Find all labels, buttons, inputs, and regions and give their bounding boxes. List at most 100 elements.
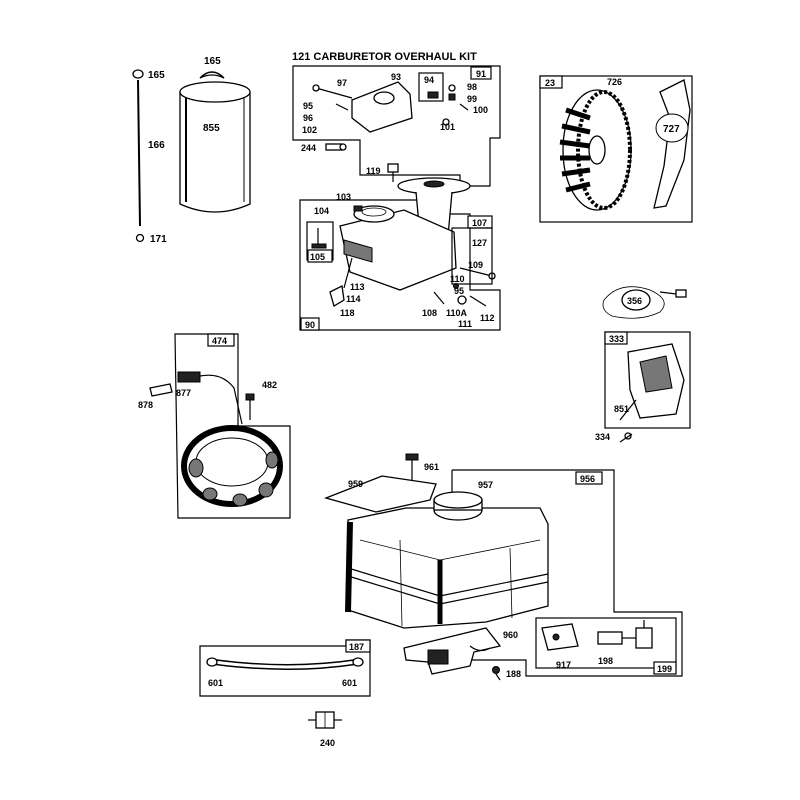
label-199: 199 [657, 664, 672, 674]
label-91: 91 [476, 69, 486, 79]
label-109: 109 [468, 260, 483, 270]
label-100: 100 [473, 105, 488, 115]
screw-961 [405, 453, 419, 482]
shroud-727 [653, 79, 691, 209]
label-101: 101 [440, 122, 455, 132]
tag-90 [300, 317, 320, 331]
box-94 [418, 72, 444, 102]
label-108: 108 [422, 308, 437, 318]
tag-187 [345, 639, 371, 653]
label-240: 240 [320, 738, 335, 748]
label-95-b: 95 [454, 286, 464, 296]
box-474 [174, 333, 291, 519]
label-166: 166 [148, 140, 165, 151]
label-98: 98 [467, 82, 477, 92]
clip-165 [132, 69, 144, 79]
label-726: 726 [607, 77, 622, 87]
label-103: 103 [336, 192, 351, 202]
label-855: 855 [203, 123, 220, 134]
label-119: 119 [366, 166, 381, 176]
label-102: 102 [302, 125, 317, 135]
alternator-stator [181, 425, 283, 507]
label-198: 198 [598, 656, 613, 666]
plate-959 [323, 475, 437, 513]
fuel-line-601 [206, 657, 364, 670]
carburetor-kit-parts [312, 81, 469, 133]
label-112: 112 [480, 313, 495, 323]
label-96: 96 [303, 113, 313, 123]
screw-188 [492, 666, 501, 681]
label-171: 171 [150, 234, 167, 245]
label-244: 244 [301, 143, 316, 153]
label-957: 957 [478, 480, 493, 490]
box-956 [452, 469, 683, 677]
filter-240 [308, 711, 342, 729]
label-95-a: 95 [303, 101, 313, 111]
label-727: 727 [663, 124, 680, 135]
screw-482 [245, 393, 255, 420]
label-601-a: 601 [208, 678, 223, 688]
label-188: 188 [506, 669, 521, 679]
label-118: 118 [340, 308, 355, 318]
tag-356 [621, 289, 651, 311]
label-105: 105 [310, 252, 325, 262]
box-333 [604, 331, 691, 429]
tag-105 [307, 249, 333, 263]
connector-877 [149, 371, 243, 425]
tag-333 [604, 331, 628, 345]
washer-171 [135, 233, 145, 243]
label-960: 960 [503, 630, 518, 640]
label-165-a: 165 [148, 70, 165, 81]
label-110a: 110A [446, 308, 468, 318]
label-94: 94 [424, 75, 434, 85]
tag-199 [653, 661, 677, 675]
label-110: 110 [450, 274, 465, 284]
wire-356 [602, 286, 687, 319]
bracket-960 [403, 627, 502, 675]
rod-assembly [132, 69, 145, 243]
label-23: 23 [545, 78, 555, 88]
label-851: 851 [614, 404, 629, 414]
screw-119 [387, 163, 399, 182]
carburetor-body [329, 177, 496, 307]
tag-23 [539, 75, 563, 89]
tag-956 [575, 471, 603, 485]
screw-334 [619, 432, 633, 443]
label-111: 111 [458, 319, 472, 329]
tag-91 [470, 66, 492, 80]
wing-nut-165 [199, 71, 225, 79]
label-113: 113 [350, 282, 365, 292]
label-90: 90 [305, 320, 315, 330]
rod-166 [137, 79, 141, 227]
box-23 [539, 75, 693, 223]
label-127: 127 [472, 238, 487, 248]
label-334: 334 [595, 432, 610, 442]
label-104: 104 [314, 206, 329, 216]
box-107 [451, 227, 493, 285]
label-165-b: 165 [204, 56, 221, 67]
fuel-tank [345, 507, 549, 629]
box-199 [535, 617, 677, 669]
label-474: 474 [212, 336, 227, 346]
label-93: 93 [391, 72, 401, 82]
label-356: 356 [627, 296, 642, 306]
label-99: 99 [467, 94, 477, 104]
fuel-cap-957 [433, 491, 483, 521]
screw-244 [325, 143, 347, 151]
label-956: 956 [580, 474, 595, 484]
clip-917 [541, 623, 579, 651]
label-107: 107 [472, 218, 487, 228]
flywheel-726 [559, 89, 632, 211]
label-959: 959 [348, 479, 363, 489]
label-482: 482 [262, 380, 277, 390]
kit-title: 121 CARBURETOR OVERHAUL KIT [292, 51, 477, 63]
label-961: 961 [424, 462, 439, 472]
valve-198 [597, 620, 653, 649]
label-917: 917 [556, 660, 571, 670]
ignition-module-851 [619, 343, 685, 421]
label-601-b: 601 [342, 678, 357, 688]
label-187: 187 [349, 642, 364, 652]
label-333: 333 [609, 334, 624, 344]
label-878: 878 [138, 400, 153, 410]
